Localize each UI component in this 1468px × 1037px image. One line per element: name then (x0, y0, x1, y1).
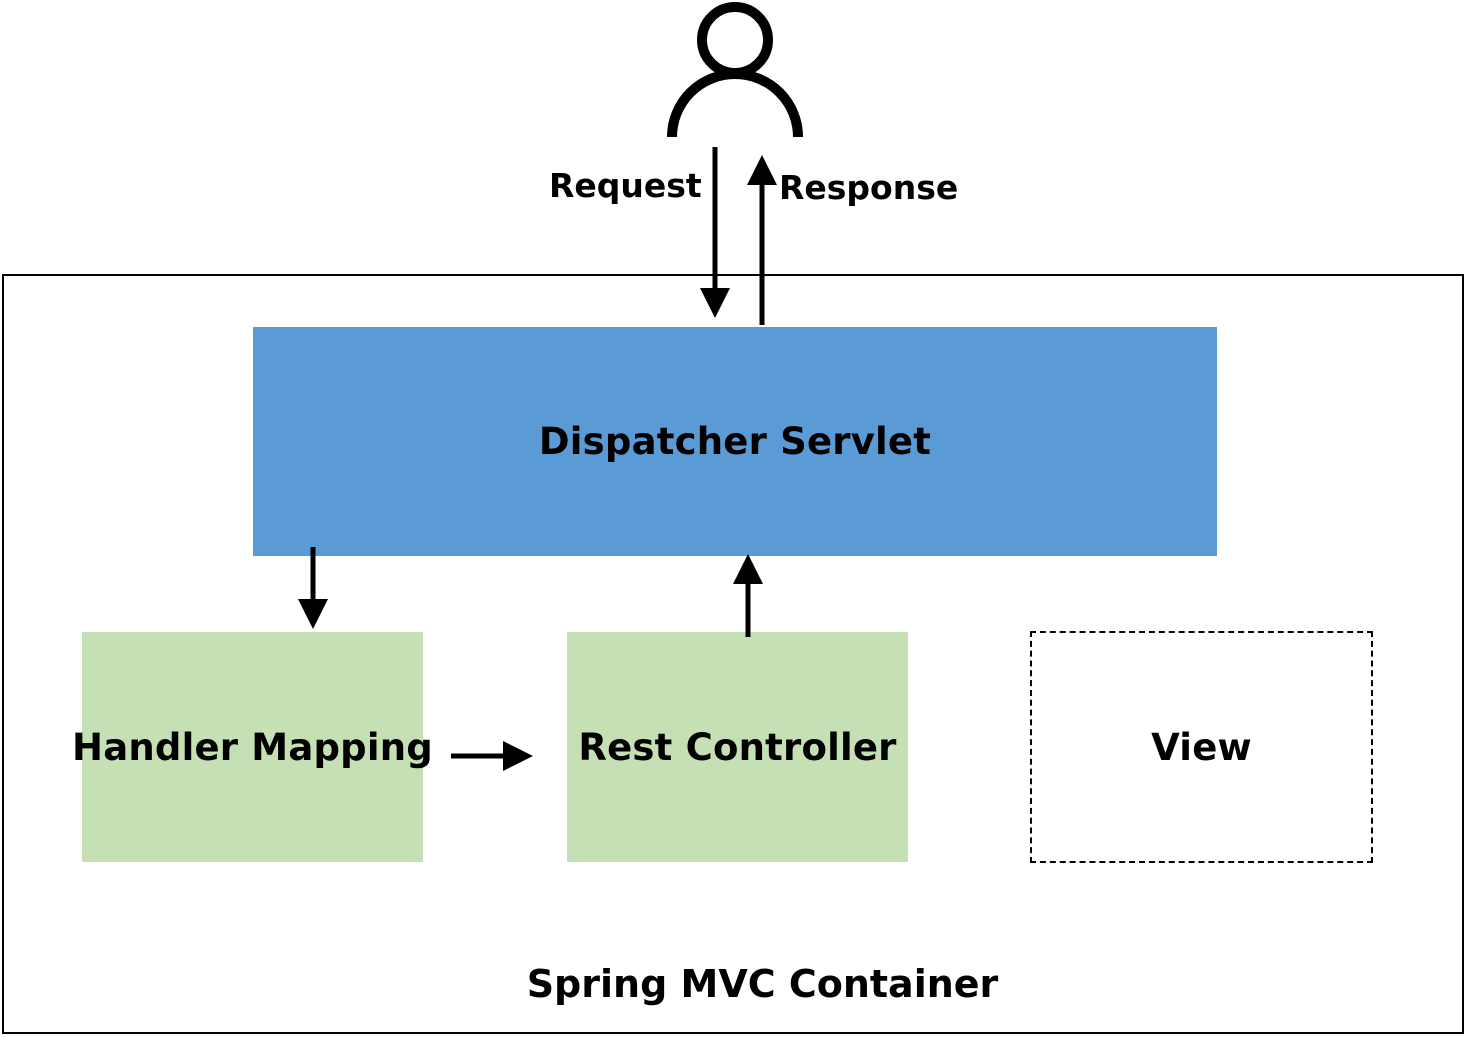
view-box: View (1030, 631, 1373, 863)
request-label: Request (549, 166, 702, 205)
rest-controller-label: Rest Controller (578, 725, 897, 769)
response-label: Response (779, 168, 959, 207)
dispatcher-servlet-box: Dispatcher Servlet (253, 327, 1217, 556)
handler-mapping-box: Handler Mapping (72, 632, 433, 862)
handler-mapping-label: Handler Mapping (72, 725, 433, 769)
dispatcher-servlet-label: Dispatcher Servlet (538, 420, 932, 463)
user-icon (667, 2, 803, 138)
spring-mvc-container (2, 274, 1464, 1034)
view-label: View (1151, 725, 1252, 769)
container-label: Spring MVC Container (526, 962, 999, 1006)
rest-controller-box: Rest Controller (567, 632, 908, 862)
